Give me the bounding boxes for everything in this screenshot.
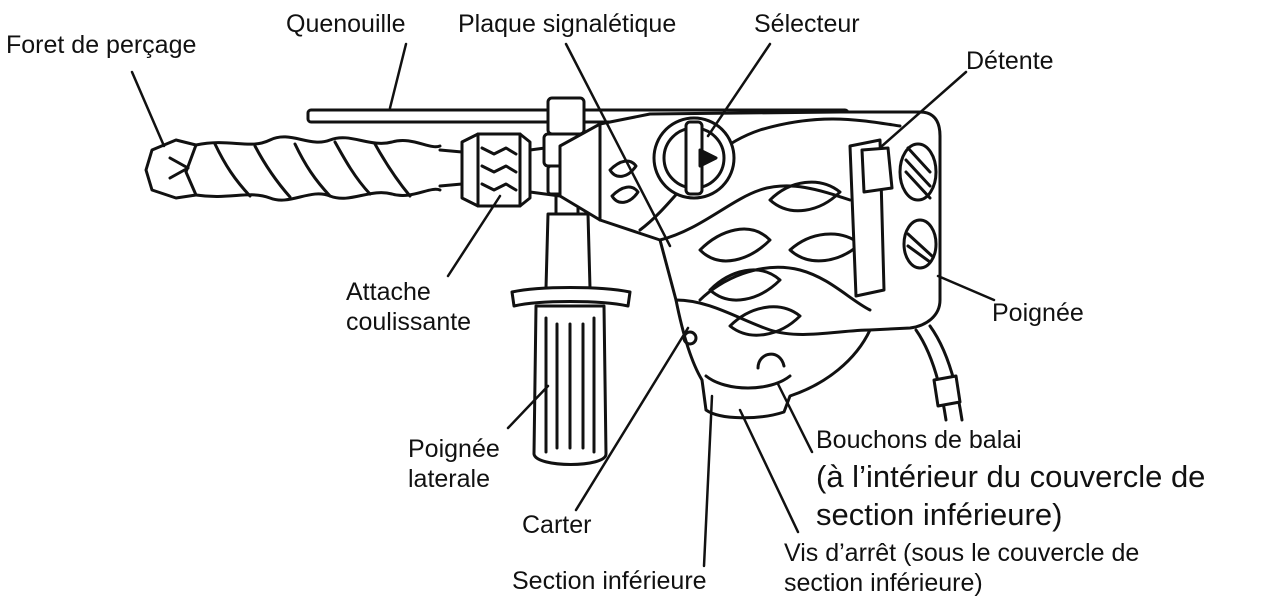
label-bouchons-de-balai: Bouchons de balai [816,425,1022,455]
label-section-inferieure: Section inférieure [512,566,707,596]
label-carter: Carter [522,510,591,540]
label-bouchons-detail: (à l’intérieur du couvercle de section i… [816,458,1205,534]
label-quenouille: Quenouille [286,9,406,39]
power-cord-illustration [916,326,962,420]
leader-quenouille [390,44,406,108]
leader-attache [448,196,500,276]
label-poignee: Poignée [992,298,1084,328]
label-poignee-laterale-line1: Poignée [408,434,500,464]
leader-vis [740,410,798,532]
label-vis-line1: Vis d’arrêt (sous le couvercle de [784,538,1139,568]
label-detente: Détente [966,46,1054,76]
label-bouchons-detail-line1: (à l’intérieur du couvercle de [816,458,1205,496]
label-foret-de-percage: Foret de perçage [6,30,196,60]
label-selecteur: Sélecteur [754,9,860,39]
label-poignee-laterale-line2: laterale [408,464,500,494]
label-vis-darret: Vis d’arrêt (sous le couvercle de sectio… [784,538,1139,598]
leader-section [704,396,712,566]
label-plaque-signaletique: Plaque signalétique [458,9,676,39]
leader-poignee [938,276,994,300]
label-attache-coulissante: Attache coulissante [346,277,471,337]
label-bouchons-detail-line2: section inférieure) [816,496,1205,534]
label-attache-line2: coulissante [346,307,471,337]
selector-dial-illustration [654,118,734,198]
label-poignee-laterale: Poignée laterale [408,434,500,494]
drill-bit-illustration [146,137,462,200]
label-vis-line2: section inférieure) [784,568,1139,598]
side-handle-illustration [512,214,630,465]
label-attache-line1: Attache [346,277,471,307]
leader-foret [132,72,164,146]
